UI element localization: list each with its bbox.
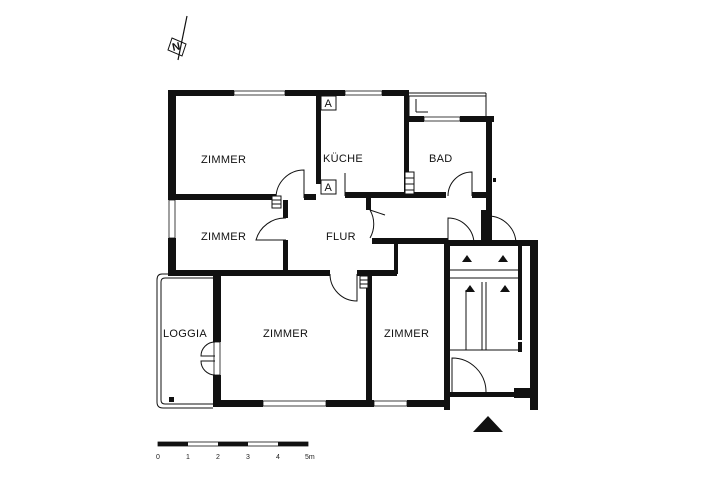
doors	[200, 169, 517, 393]
north-arrow-icon: N	[167, 15, 188, 61]
door-zimmer-mid-left	[255, 217, 287, 241]
door-stair-exit	[451, 357, 487, 393]
stair-arrow-icon	[498, 255, 508, 262]
north-letter: N	[171, 40, 182, 53]
label-loggia: LOGGIA	[163, 328, 207, 340]
scale-label-5m: 5m	[305, 454, 315, 461]
marker-a-bottom: A	[320, 179, 337, 195]
door-zimmer-top-left	[275, 169, 305, 199]
inner-walls	[168, 96, 492, 407]
room-labels: ZIMMER KÜCHE BAD ZIMMER FLUR LOGGIA ZIMM…	[163, 153, 453, 340]
door-entrance-left	[447, 217, 475, 245]
svg-text:A: A	[325, 98, 333, 110]
loggia-outline	[156, 273, 213, 409]
scale-bar: 0 1 2 3 4 5m	[156, 441, 315, 461]
stair-arrow-icon	[465, 285, 475, 292]
entrance-arrow-icon	[473, 416, 503, 432]
label-zimmer-mid-left: ZIMMER	[201, 231, 246, 243]
door-zimmer-bottom-mid	[329, 273, 358, 302]
windows	[168, 90, 461, 407]
stair-arrow-icon	[500, 285, 510, 292]
svg-text:A: A	[325, 182, 333, 194]
label-zimmer-bottom-right: ZIMMER	[384, 328, 429, 340]
staircase	[450, 255, 522, 352]
scale-label-1: 1	[186, 454, 190, 461]
label-bad: BAD	[429, 153, 453, 165]
label-zimmer-bottom-mid: ZIMMER	[263, 328, 308, 340]
door-flur-right	[369, 209, 375, 239]
outer-walls	[168, 90, 538, 410]
label-zimmer-top-left: ZIMMER	[201, 154, 246, 166]
door-loggia	[200, 341, 216, 357]
door-entrance-right	[487, 215, 517, 245]
scale-label-3: 3	[246, 454, 250, 461]
scale-label-4: 4	[276, 454, 280, 461]
label-kueche: KÜCHE	[323, 153, 363, 165]
scale-label-0: 0	[156, 454, 160, 461]
label-flur: FLUR	[326, 231, 356, 243]
stair-arrow-icon	[462, 255, 472, 262]
balcony-outline	[408, 92, 487, 116]
marker-a-top: A	[320, 95, 337, 111]
shafts	[271, 171, 496, 289]
door-bad	[447, 171, 473, 197]
scale-label-2: 2	[216, 454, 220, 461]
